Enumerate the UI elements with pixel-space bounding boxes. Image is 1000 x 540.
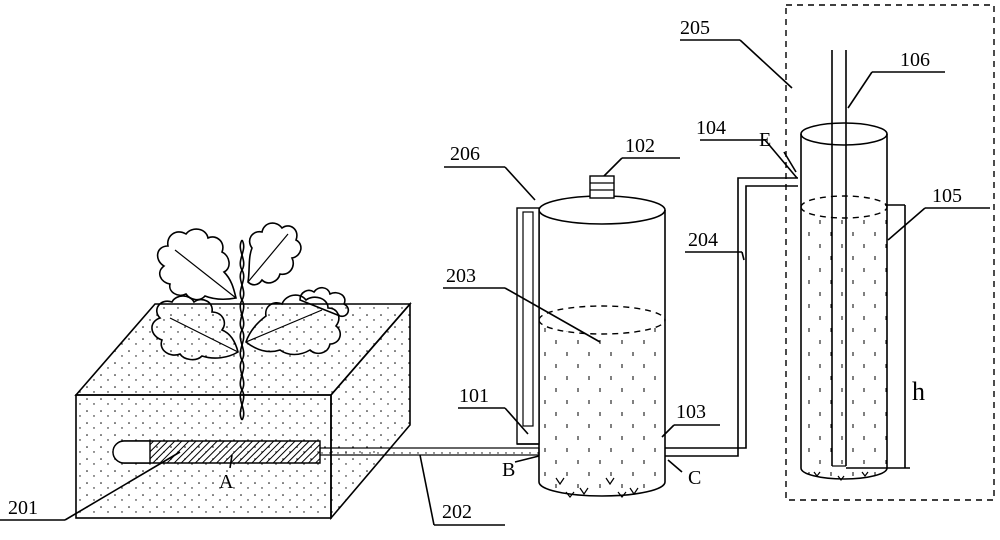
label-103: 103 — [676, 401, 706, 423]
label-h: h — [912, 377, 925, 406]
cap-102 — [589, 175, 615, 199]
pipe-204 — [665, 177, 798, 457]
label-101: 101 — [459, 385, 489, 407]
label-a: A — [219, 471, 234, 493]
height-marker-h — [846, 204, 910, 469]
water-column — [801, 207, 887, 479]
text-labels: 201 A 202 203 206 101 B 102 103 C 204 20… — [8, 17, 962, 523]
water-container — [538, 175, 666, 498]
label-104: 104 — [696, 117, 726, 139]
cylinder-105 — [800, 122, 888, 481]
label-106: 106 — [900, 49, 930, 71]
label-204: 204 — [688, 229, 718, 251]
plant — [151, 222, 350, 421]
label-203: 203 — [446, 265, 476, 287]
probe-a — [112, 440, 321, 464]
label-102: 102 — [625, 135, 655, 157]
label-201: 201 — [8, 497, 38, 519]
side-tube-101 — [516, 207, 540, 445]
label-e: E — [759, 129, 771, 151]
label-c: C — [688, 467, 701, 489]
frame-205 — [785, 4, 995, 501]
tube-106 — [831, 50, 847, 467]
label-202: 202 — [442, 501, 472, 523]
label-205: 205 — [680, 17, 710, 39]
leader-lines — [0, 39, 990, 526]
tube-202 — [319, 447, 540, 456]
label-206: 206 — [450, 143, 480, 165]
water-203 — [539, 320, 665, 496]
label-b: B — [502, 459, 515, 481]
label-105: 105 — [932, 185, 962, 207]
